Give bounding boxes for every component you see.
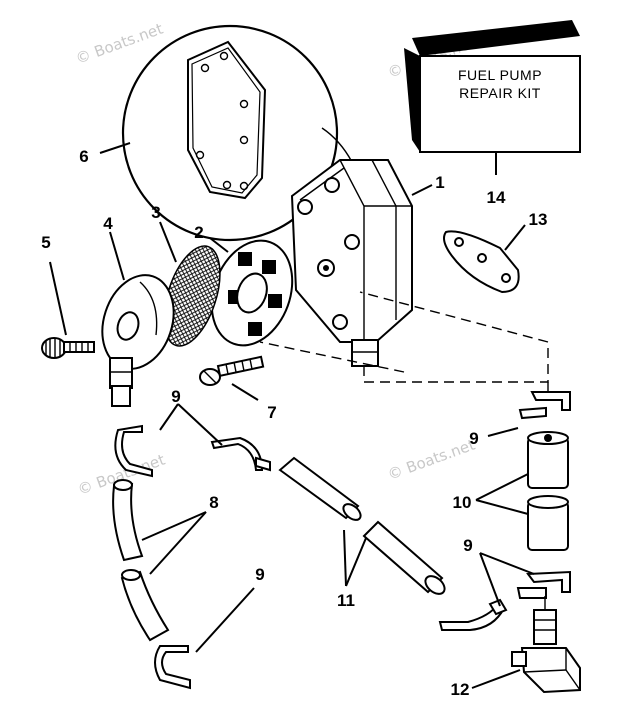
callout-1: 1 xyxy=(435,173,444,192)
check-valve-disc xyxy=(210,239,294,347)
pump-cover-screw xyxy=(199,355,265,386)
fuel-filter-lower xyxy=(527,495,569,551)
watermark-mid-right: © Boats.net xyxy=(385,436,477,484)
callout-2: 2 xyxy=(194,223,203,242)
callout-9-upper: 9 xyxy=(171,387,180,406)
hose-clamp-lower-left xyxy=(154,645,191,690)
elbow-fitting xyxy=(511,596,581,694)
callout-9-lower-left: 9 xyxy=(255,565,264,584)
repair-kit-box: FUEL PUMP REPAIR KIT xyxy=(404,20,581,153)
callout-14: 14 xyxy=(487,188,506,207)
callout-9-right-mid: 9 xyxy=(463,536,472,555)
callout-12: 12 xyxy=(451,680,470,699)
hose-clamp-upper-left xyxy=(114,424,153,478)
callout-6: 6 xyxy=(79,147,88,166)
filter-screen xyxy=(163,245,221,347)
repair-kit-label-line1: FUEL PUMP xyxy=(458,67,542,83)
pump-body xyxy=(290,159,413,367)
fuel-hose-lower xyxy=(120,569,170,642)
fuel-line-lower xyxy=(362,520,446,595)
hose-clamp-right-mid xyxy=(516,570,571,599)
callout-10: 10 xyxy=(453,493,472,512)
callout-4: 4 xyxy=(103,214,113,233)
fitting-gasket xyxy=(443,230,520,294)
fuel-line-upper xyxy=(278,456,362,521)
callout-9-right-top: 9 xyxy=(469,429,478,448)
hose-clamp-lower-right xyxy=(438,598,508,631)
cover-screw xyxy=(41,337,95,359)
fuel-hose-upper xyxy=(112,479,144,562)
hose-clamp-upper-center xyxy=(210,436,271,472)
callout-5: 5 xyxy=(41,233,50,252)
pump-cover xyxy=(101,274,175,407)
hose-clamp-right-top xyxy=(518,391,571,420)
callout-8: 8 xyxy=(209,493,218,512)
callout-13: 13 xyxy=(529,210,548,229)
callout-7: 7 xyxy=(267,403,276,422)
repair-kit-label-line2: REPAIR KIT xyxy=(459,85,541,101)
callout-3: 3 xyxy=(151,203,160,222)
gasket-detail xyxy=(121,24,339,242)
fuel-filter-upper xyxy=(527,431,569,489)
callout-11: 11 xyxy=(337,591,355,610)
